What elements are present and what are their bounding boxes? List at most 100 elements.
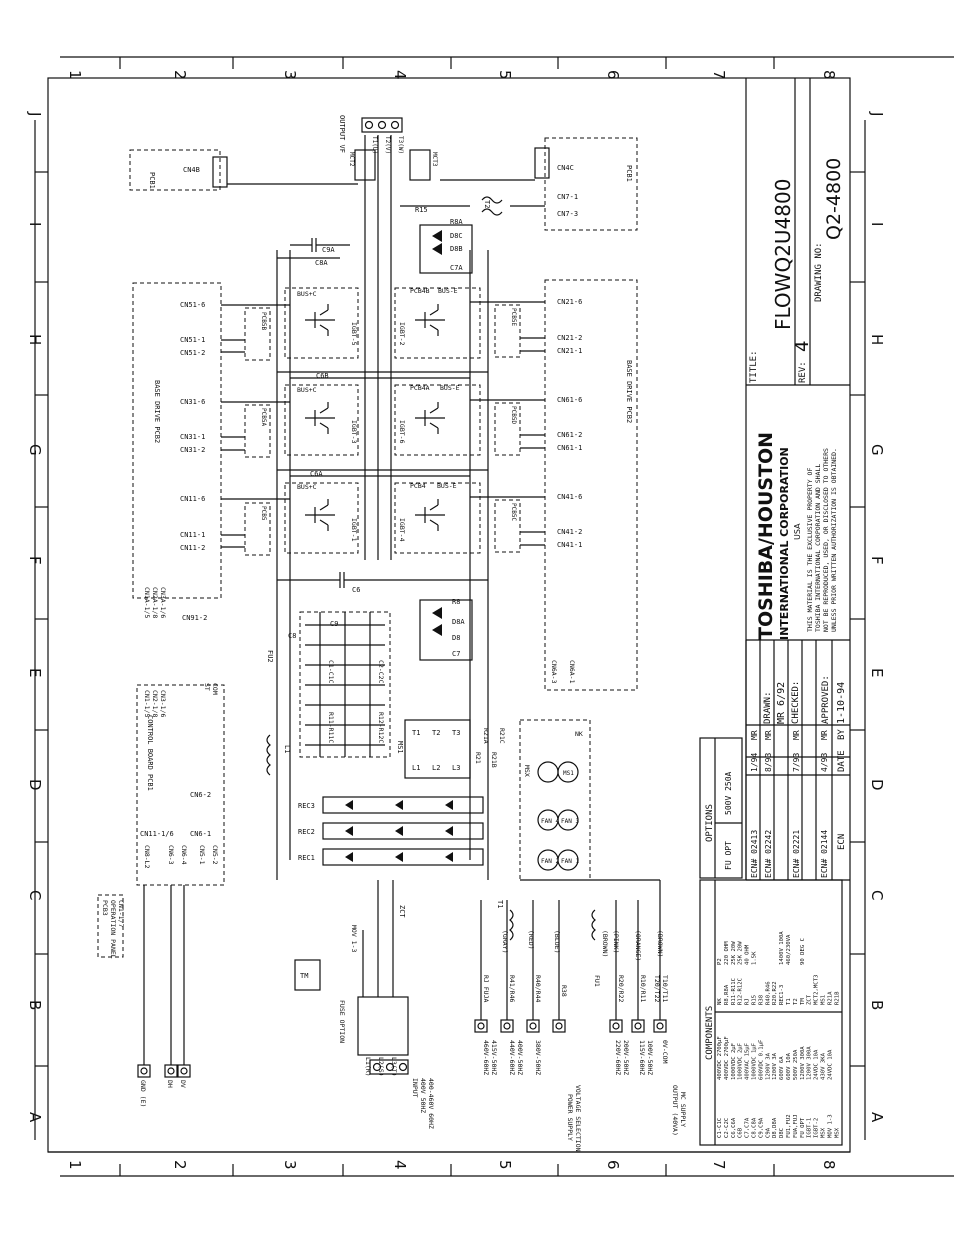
label-r12-r12c: R12-R12C <box>377 712 385 743</box>
component-entry: 1.5K <box>752 951 758 965</box>
label-cn6-2: CN6-2 <box>190 791 211 799</box>
right-ruler <box>850 120 866 1140</box>
rev-value: 4 <box>792 341 813 352</box>
label-rj-fuja: RJ FUJA <box>482 975 490 1002</box>
label-igbt5: IGBT-5 <box>350 322 358 346</box>
label-r10-r11: R10/R11 <box>639 975 647 1002</box>
rev-hdr-date: DATE <box>837 750 847 772</box>
label-t2: T2 <box>483 200 491 208</box>
label-cn6-1: CN6-1 <box>190 830 211 838</box>
component-entry: 25K 20W <box>738 941 744 965</box>
label-input-range: 400-460V 60HZ <box>427 1078 435 1129</box>
label-bus-c-3: BUS+C <box>297 483 317 491</box>
label-t2v: T2(V) <box>384 136 391 154</box>
component-entry: P2 <box>717 958 723 965</box>
component-entry: ZCT <box>807 994 813 1005</box>
label-fan4: FAN 4 <box>541 818 559 825</box>
label-pcb5c: PCB5C <box>510 503 517 521</box>
label-c9a: C9A <box>322 246 335 254</box>
label-cn1-15: CN1-1/5 <box>143 690 151 717</box>
rev-label: REV: <box>798 361 808 383</box>
component-entry: 90 DEG C <box>800 938 806 965</box>
ruler-letter-lf: F <box>26 556 44 565</box>
options-row-label: FU OPT <box>724 841 733 870</box>
component-entry: R15 <box>752 995 758 1005</box>
component-entry: IGBT-1 <box>807 1118 813 1138</box>
component-entry: T2 <box>793 998 799 1005</box>
label-pcb3: PCB3 <box>101 900 109 916</box>
label-t2-ms: T2 <box>432 729 440 737</box>
label-115v: 115V-60HZ <box>638 1040 646 1075</box>
label-input: INPUT <box>411 1078 419 1098</box>
label-t3-ms: T3 <box>452 729 460 737</box>
label-voltage-selection: VOLTAGE SELECTION <box>574 1085 582 1152</box>
label-igbt6: IGBT-6 <box>398 420 406 444</box>
notice-line-1: THIS MATERIAL IS THE EXCLUSIVE PROPERTY … <box>806 468 814 632</box>
label-c8a: C8A <box>315 259 328 267</box>
component-entry: 600V 10A <box>786 1052 792 1080</box>
label-st: ST <box>203 683 211 691</box>
label-bus-e-1: BUS-E <box>438 287 458 295</box>
label-d8b: D8B <box>450 245 463 253</box>
ruler-letter-lc: C <box>26 890 44 900</box>
label-msx: MSX <box>523 765 531 777</box>
drawn-value: MR 6/92 <box>776 682 787 724</box>
rev-ecn-4: ECN# 02144 <box>820 830 829 878</box>
label-cn1a: CN1A-1/5 <box>143 587 151 618</box>
label-gray: (GRAY) <box>501 930 509 953</box>
component-entry: REC1-3 <box>779 985 785 1005</box>
label-fu2: FU2 <box>266 650 274 663</box>
label-t20-t22: T20/T22 <box>653 975 661 1002</box>
label-base-drive-right: BASE DRIVE PCB2 <box>625 360 633 423</box>
ruler-letter-e: E <box>868 668 886 677</box>
ruler-num-6: 6 <box>604 70 622 80</box>
label-d8: D8 <box>452 634 460 642</box>
ruler-letters-left: J I H G F E D C B A <box>26 111 44 1123</box>
label-cn7-3: CN7-3 <box>557 210 578 218</box>
ruler-letter-ld: D <box>26 779 44 791</box>
component-entry: 400VDC 2700µF <box>717 1036 723 1080</box>
label-cn31-6: CN31-6 <box>180 398 205 406</box>
component-entry: FUA,FUJ <box>793 1114 799 1138</box>
rev-date-1: 1/94 <box>750 753 759 772</box>
label-cn11-1: CN11-1 <box>180 531 205 539</box>
ruler-num-b7: 7 <box>710 1160 728 1170</box>
label-fan3: FAN 3 <box>561 818 579 825</box>
label-ms1-coil: MS1 <box>563 770 574 777</box>
component-entry: 1200V 300A <box>800 1046 806 1080</box>
label-igbt4: IGBT-4 <box>398 518 406 542</box>
component-entry: C9A <box>765 1127 771 1138</box>
components-title: COMPONENTS <box>705 1006 715 1060</box>
component-entry: 1200V 3A <box>772 1052 778 1080</box>
label-fu1: FU1 <box>593 975 601 987</box>
company-name: TOSHIBA/HOUSTON <box>755 432 777 640</box>
rev-ecn-3: ECN# 02221 <box>792 830 801 878</box>
label-cn6a-1: CN6A-1 <box>568 660 576 684</box>
label-pcb5b: PCB5B <box>260 312 267 330</box>
label-igbt2: IGBT-2 <box>398 322 406 346</box>
ruler-letter-a: A <box>868 1112 886 1123</box>
label-c8: C8 <box>288 632 296 640</box>
approved-label: APPROVED: <box>821 675 831 724</box>
label-pcb4b: PCB4B <box>410 287 430 295</box>
ruler-letter-f: F <box>868 556 886 565</box>
component-entry: R40,R46 <box>765 981 771 1005</box>
label-cn11-16: CN11-1/6 <box>140 830 174 838</box>
label-r21c: R21C <box>498 728 506 744</box>
rev-by-3: MR <box>792 730 801 740</box>
label-cn51-6: CN51-6 <box>180 301 205 309</box>
label-c7: C7 <box>452 650 460 658</box>
ruler-letter-b: B <box>868 1000 886 1010</box>
component-entry: R38 <box>758 994 764 1005</box>
component-entry: R20,R22 <box>772 981 778 1005</box>
rev-hdr-ecn: ECN <box>837 834 847 850</box>
approved-value: 1-10-94 <box>836 682 847 724</box>
label-t1-transformer: T1 <box>496 900 504 908</box>
label-blue: (BLUE) <box>553 930 561 953</box>
component-entry: R12-R12C <box>738 978 744 1005</box>
component-entry: R8,R8A <box>724 984 730 1005</box>
label-pcb5d: PCB5D <box>510 406 517 424</box>
label-cn3a: CN3A-1/6 <box>159 587 167 618</box>
schematic-wiring <box>97 117 667 1078</box>
